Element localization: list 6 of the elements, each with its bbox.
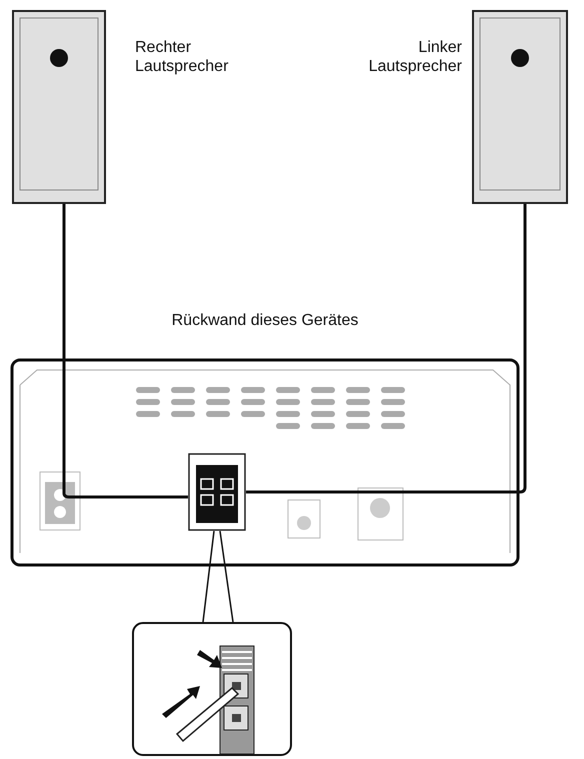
callout-line [202, 530, 234, 623]
speaker-cable [246, 204, 526, 494]
speaker-label: Rechter Lautsprecher [135, 38, 230, 76]
panel-title: Rückwand dieses Gerätes [170, 311, 360, 330]
speaker-cable [62, 204, 188, 498]
speaker-label: Linker Lautsprecher [368, 38, 462, 76]
